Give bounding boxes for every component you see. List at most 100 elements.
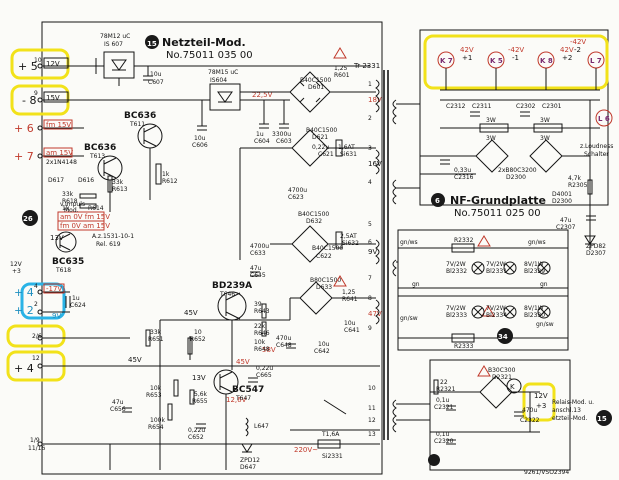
res-3w-d: 3W <box>540 135 550 142</box>
rail-45v-c: 45V <box>236 358 250 366</box>
svg-text:7: 7 <box>368 275 372 282</box>
t611-type: BC636 <box>124 111 156 121</box>
rail-58v: 58V <box>262 346 276 354</box>
c603-ref: C603 <box>276 138 292 145</box>
connector-k5-volt: -42V <box>508 46 524 54</box>
left-pin-4: 4 <box>34 283 38 290</box>
b601-type: B40C1500 <box>300 77 331 84</box>
c656-value: 47u <box>112 399 124 406</box>
r641-value: 1,25 <box>342 289 356 296</box>
terminal-sign-0: + 5 <box>18 60 38 73</box>
transformer-windings <box>375 79 397 433</box>
svg-text:11: 11 <box>368 405 376 412</box>
lamp-5-id: Bl2330 <box>524 312 545 319</box>
terminal-sign-4: + 4 <box>14 286 34 299</box>
relais-line-3: etzteil-Mod. <box>552 415 587 422</box>
rail-18v: 18V <box>368 96 382 104</box>
r646-ref: R646 <box>254 330 270 337</box>
nf-module-frame <box>419 29 609 206</box>
c622-value: B40C1500 <box>312 245 343 252</box>
highlight-pin26 <box>6 324 66 348</box>
c641-ref: C641 <box>344 327 360 334</box>
connector-l7-volt: -42V <box>570 38 586 46</box>
b621-ref: D621 <box>312 134 328 141</box>
c652-ref: C652 <box>188 434 204 441</box>
c2316-ref: C2316 <box>454 174 474 181</box>
connector-k8-id: K 8 <box>540 57 553 65</box>
left-pin-11-16: 11/16 <box>28 445 45 452</box>
highlight-top-connectors <box>423 34 609 90</box>
r643-value: 39 <box>254 301 262 308</box>
c2312-ref-b: C2311 <box>472 103 492 110</box>
bridge-d632 <box>291 225 329 263</box>
c623-ref: C623 <box>288 194 304 201</box>
b30c300-ref: D2321 <box>492 374 512 381</box>
bridge-d621 <box>291 129 329 167</box>
terminal-sign-1: - 8 <box>22 94 36 107</box>
left-badge-circle <box>22 210 38 226</box>
b2300-type: 2xB80C3200 <box>498 167 537 174</box>
b633-type: B80C1500 <box>310 277 341 284</box>
r646-value: 22k <box>254 323 266 330</box>
svg-text:6: 6 <box>368 239 372 246</box>
c621-ref: C621 <box>318 151 334 158</box>
svg-text:13: 13 <box>368 431 376 438</box>
r652-value: 10 <box>194 329 202 336</box>
c2322-value: 470u <box>522 407 537 414</box>
ic-mid-type: 78M15 uC <box>208 69 238 76</box>
c2302-ref-b: C2301 <box>542 103 562 110</box>
transistor-t618 <box>55 231 77 253</box>
highlight-cyan-minus17 <box>20 282 66 320</box>
b30c300-type: B30C300 <box>488 367 516 374</box>
loudness-label-1: z.Loudness <box>580 143 613 150</box>
impuls-label-1: v.Impuls- <box>60 201 87 208</box>
r2333-ref: R2333 <box>454 343 474 350</box>
t613-ref: T613 <box>89 153 105 160</box>
c652-value: 0,22u <box>188 427 205 434</box>
diode1-ref: D617 <box>48 177 64 184</box>
rail-22-5v: 22,5V <box>252 91 273 99</box>
relais-line-1: Relais-Mod. u. <box>552 399 594 406</box>
t611-ref: T611 <box>129 121 145 128</box>
relais-badge: 15 <box>597 415 607 423</box>
r651-value: 33k <box>150 329 162 336</box>
b632-ref: D632 <box>306 218 322 225</box>
svg-text:5: 5 <box>368 221 372 228</box>
r2332-ref: R2332 <box>454 237 474 244</box>
nf-badge-circle <box>431 193 445 207</box>
connector-k7-sign: +1 <box>462 54 472 62</box>
power-stage-wires <box>109 271 296 470</box>
wire-gn-sw-b: gn/sw <box>536 321 554 328</box>
relais-badge-circle <box>596 410 612 426</box>
wire-gn-b: gn <box>540 281 548 288</box>
ic-top-type: 78M12 uC <box>100 33 130 40</box>
rail-15v: 15V <box>46 94 60 102</box>
highlight-relais-out <box>522 382 556 422</box>
c2307-ref: C2307 <box>556 224 576 231</box>
c645-value: 47u <box>250 265 262 272</box>
c642-ref: C642 <box>314 348 330 355</box>
rail-12v: 12V <box>46 60 60 68</box>
zener-type: ZPD12 <box>240 457 260 464</box>
rail-fm0v: fm 0V am 15V <box>60 222 110 230</box>
c641-value: 10u <box>344 320 356 327</box>
terminal-sign-3: + 7 <box>14 150 34 163</box>
wire-gn-ws-a: gn/ws <box>400 239 418 246</box>
zener-ref: D647 <box>240 464 256 471</box>
r2305-ref: R2305 <box>568 182 588 189</box>
relais-out-plus3: +3 <box>536 402 546 410</box>
main-rails <box>239 91 376 320</box>
r643-ref: R643 <box>254 308 270 315</box>
t613-type: BC636 <box>84 143 116 153</box>
t646-ref: T646 <box>219 291 235 298</box>
connector-k5-sign: -1 <box>512 54 519 62</box>
rail-16v: 16V <box>368 160 382 168</box>
netzteil-module-frame <box>41 21 383 475</box>
lamp-4-rating: 7V/2W <box>486 305 506 312</box>
left-terminal-stubs <box>37 63 380 447</box>
lamp-2-rating: 8V/1W <box>524 261 544 268</box>
rail-45v-b: 45V <box>128 356 142 364</box>
top-rail-wires <box>68 51 370 131</box>
wire-gn-a: gn <box>412 281 420 288</box>
connector-k5-id: K 5 <box>490 57 503 65</box>
